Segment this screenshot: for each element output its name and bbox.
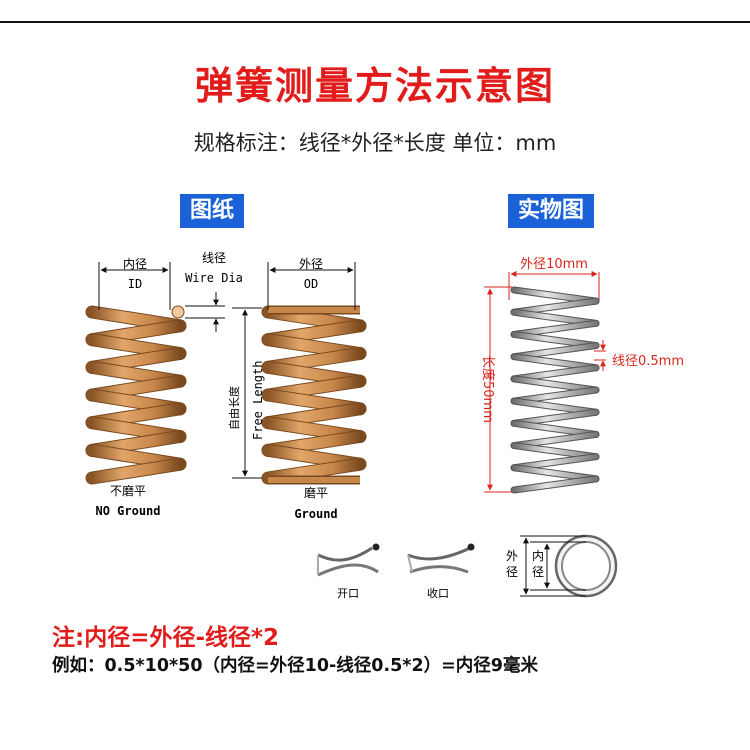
- drawing-section-label: 图纸: [180, 194, 245, 228]
- open-end-label: 开口: [337, 587, 359, 600]
- wire-dia-label-cn: 线径: [202, 251, 226, 265]
- id-label-cn: 内径: [123, 257, 147, 271]
- ring-inner-label: 内径: [532, 549, 544, 579]
- wire-dia-label-en: Wire Dia: [185, 271, 243, 285]
- photo-wire-dimension: 线径0.5mm: [594, 340, 684, 371]
- id-dimension: 内径 ID: [98, 257, 171, 310]
- page-title: 弹簧测量方法示意图: [194, 64, 555, 108]
- top-divider: [0, 21, 750, 23]
- not-ground-caption-en: NO Ground: [95, 504, 160, 518]
- photo-od-label: 外径10mm: [520, 257, 588, 272]
- photo-length-dimension: 长度50mm: [480, 286, 512, 493]
- not-ground-caption-cn: 不磨平: [110, 484, 146, 498]
- free-length-dimension: 自由长度 Free Length: [227, 307, 265, 479]
- free-length-label-en: Free Length: [251, 361, 265, 440]
- spring-not-ground-drawing: [85, 305, 187, 485]
- open-end-icon: 开口: [317, 543, 380, 600]
- closed-end-icon: 收口: [407, 543, 475, 600]
- ring-outer-label: 外径: [506, 549, 518, 579]
- spring-ground-drawing: [261, 305, 367, 485]
- od-label-cn: 外径: [299, 257, 323, 271]
- id-label-en: ID: [128, 277, 142, 291]
- spec-subtitle: 规格标注：线径*外径*长度 单位：mm: [193, 131, 557, 155]
- od-label-en: OD: [304, 277, 318, 291]
- wire-dia-dimension: 线径 Wire Dia: [185, 251, 243, 332]
- formula-note: 注:内径=外径-线径*2: [52, 625, 280, 651]
- photo-section-label: 实物图: [508, 194, 595, 228]
- ground-caption-cn: 磨平: [304, 486, 328, 500]
- ring-cross-section: 外径 内径: [506, 534, 618, 598]
- od-dimension: 外径 OD: [267, 257, 356, 310]
- photo-od-dimension: 外径10mm: [508, 257, 600, 300]
- spring-photo: [510, 286, 600, 494]
- photo-length-label: 长度50mm: [480, 355, 496, 423]
- ground-caption-en: Ground: [294, 507, 337, 521]
- free-length-label-cn: 自由长度: [227, 386, 241, 430]
- formula-example: 例如：0.5*10*50（内径=外径10-线径0.5*2）=内径9毫米: [52, 656, 538, 676]
- photo-wire-label: 线径0.5mm: [612, 354, 684, 369]
- closed-end-label: 收口: [427, 586, 449, 600]
